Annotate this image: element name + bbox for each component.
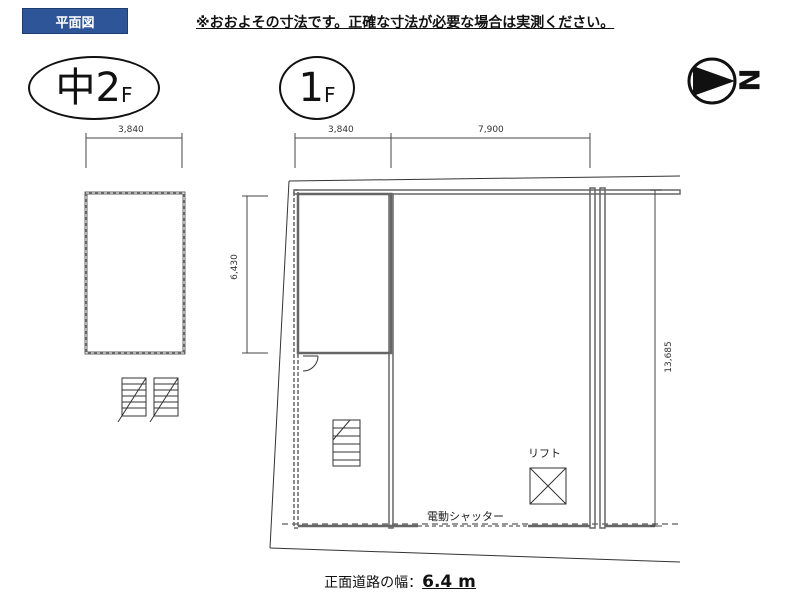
road-width-value: 6.4 m: [422, 572, 476, 592]
first-width-dimension-line: [294, 133, 591, 168]
mezzanine-stairs: [117, 377, 179, 423]
first-floor-stairs: [332, 419, 361, 467]
shutter-label: 電動シャッター: [427, 510, 504, 523]
mezzanine-floor-suffix: F: [120, 83, 133, 107]
mezzanine-floor-number: 中2: [55, 65, 121, 111]
measurement-notice: ※おおよその寸法です。正確な寸法が必要な場合は実測ください。: [196, 15, 615, 31]
lift-symbol: [529, 467, 567, 505]
first-width-right-label: 7,900: [478, 125, 504, 135]
mezz-width-label: 3,840: [118, 125, 144, 135]
mezz-depth-dimension-line: [242, 195, 268, 354]
first-width-left-label: 3,840: [328, 125, 354, 135]
north-arrow-icon: [687, 57, 737, 105]
floor-plan-badge: 平面図: [22, 8, 128, 34]
first-floor-outline: [269, 175, 681, 563]
first-floor-number: 1: [298, 65, 324, 111]
road-width-prefix: 正面道路の幅：: [324, 575, 423, 591]
lift-label: リフト: [528, 447, 561, 460]
mezzanine-room: [84, 191, 186, 355]
first-floor-title: 1 F: [279, 56, 355, 120]
road-width-caption: 正面道路の幅：6.4 m: [0, 572, 800, 592]
mezzanine-floor-title: 中2 F: [28, 56, 160, 120]
first-floor-suffix: F: [323, 83, 336, 107]
first-depth-dimension-line: [650, 189, 662, 527]
mezz-width-dimension-line: [85, 133, 183, 168]
compass-letter: N: [732, 68, 766, 92]
mezz-depth-label: 6,430: [229, 254, 240, 280]
first-depth-label: 13,685: [663, 341, 674, 373]
first-floor-walls: [293, 187, 681, 529]
office-door: [302, 355, 319, 372]
